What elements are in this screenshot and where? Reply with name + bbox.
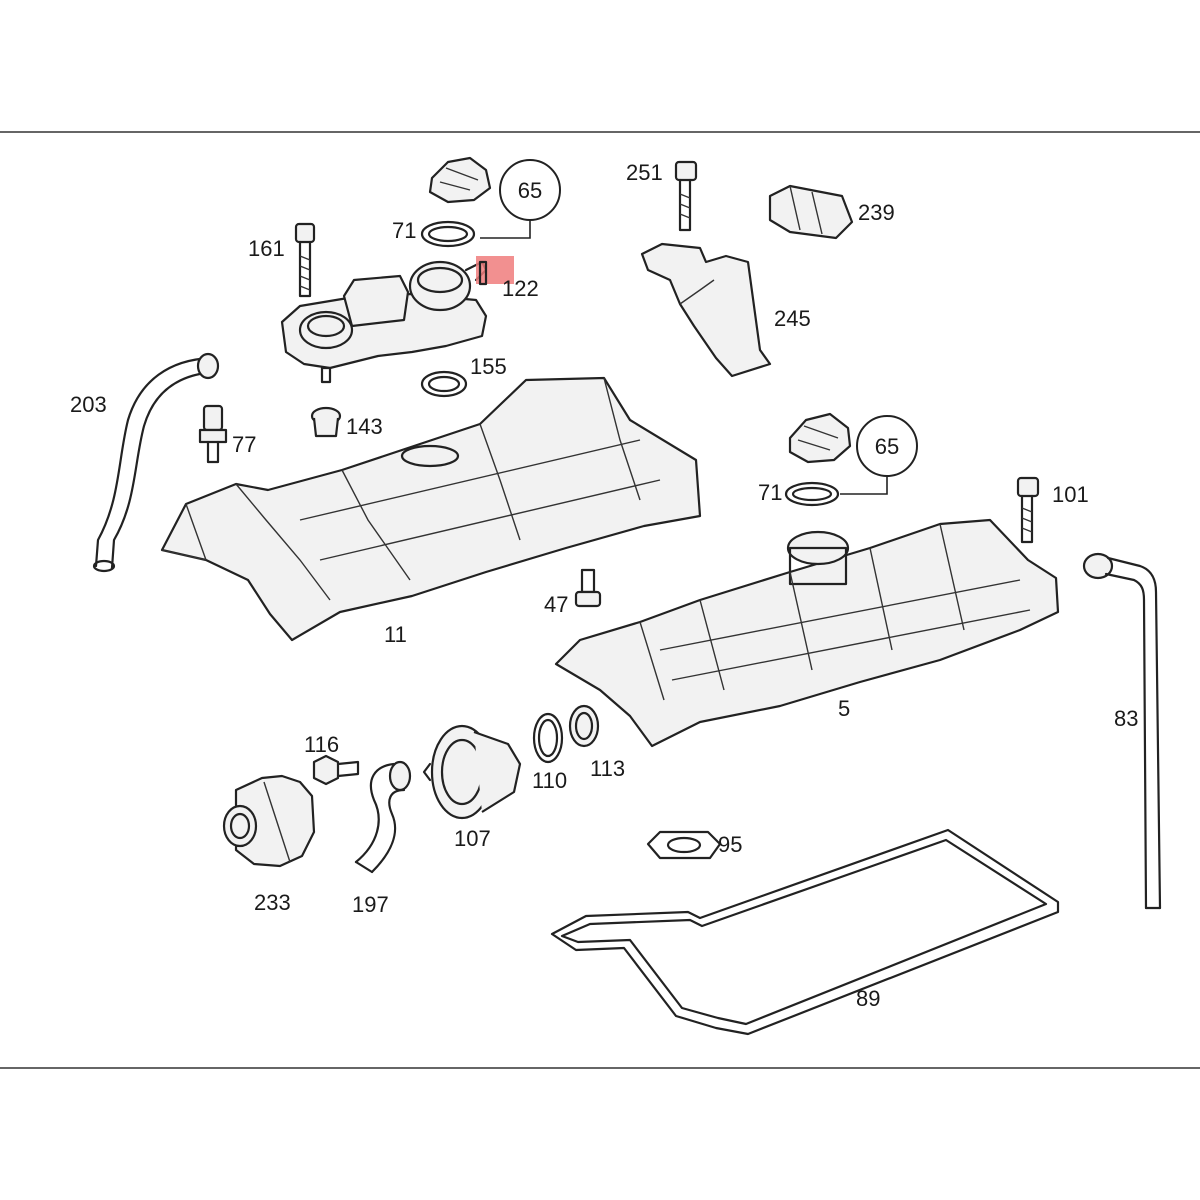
label-65-upper: 65 bbox=[518, 178, 542, 203]
callout-65-lower: 65 bbox=[840, 415, 918, 495]
bracket-245 bbox=[640, 242, 772, 378]
hose-203 bbox=[92, 352, 220, 573]
oil-cap-65-upper bbox=[428, 156, 492, 204]
plug-143 bbox=[310, 406, 342, 438]
gasket-89 bbox=[550, 828, 1060, 1036]
valve-cover-5 bbox=[554, 518, 1060, 748]
label-116: 116 bbox=[304, 732, 339, 757]
cover-233 bbox=[222, 774, 316, 868]
valve-cover-11 bbox=[160, 376, 702, 642]
bolt-101 bbox=[1016, 476, 1040, 544]
label-113: 113 bbox=[590, 756, 625, 781]
bolt-251 bbox=[674, 160, 698, 232]
label-110: 110 bbox=[532, 768, 567, 793]
label-95: 95 bbox=[718, 832, 742, 857]
label-107: 107 bbox=[454, 826, 491, 851]
label-239: 239 bbox=[858, 200, 895, 225]
label-77: 77 bbox=[232, 432, 256, 457]
gasket-95 bbox=[646, 830, 722, 860]
label-161: 161 bbox=[248, 236, 285, 261]
label-71-upper: 71 bbox=[392, 218, 416, 243]
label-143: 143 bbox=[346, 414, 383, 439]
label-155: 155 bbox=[470, 354, 507, 379]
sensor-77 bbox=[198, 404, 228, 464]
seal-ring-71-lower bbox=[784, 481, 840, 507]
label-245: 245 bbox=[774, 306, 811, 331]
callout-65-upper: 65 bbox=[480, 159, 561, 239]
label-83: 83 bbox=[1114, 706, 1138, 731]
seal-113 bbox=[568, 704, 600, 748]
o-ring-110 bbox=[532, 712, 564, 764]
seal-ring-71-upper bbox=[420, 220, 476, 248]
label-47: 47 bbox=[544, 592, 568, 617]
label-251: 251 bbox=[626, 160, 663, 185]
o-ring-155 bbox=[420, 370, 468, 398]
label-5: 5 bbox=[838, 696, 850, 721]
label-11: 11 bbox=[384, 622, 407, 647]
bolt-47 bbox=[574, 568, 602, 608]
tube-83 bbox=[1082, 552, 1162, 910]
clip-239 bbox=[768, 184, 854, 240]
label-89: 89 bbox=[856, 986, 880, 1011]
label-101: 101 bbox=[1052, 482, 1089, 507]
oil-cap-65-lower bbox=[788, 412, 852, 464]
highlighted-part-122 bbox=[476, 256, 514, 286]
label-71-lower: 71 bbox=[758, 480, 782, 505]
label-122: 122 bbox=[502, 276, 539, 301]
label-203: 203 bbox=[70, 392, 107, 417]
label-197: 197 bbox=[352, 892, 389, 917]
bolt-116 bbox=[312, 754, 360, 786]
bolt-161 bbox=[294, 222, 316, 298]
valve-107 bbox=[422, 724, 522, 820]
hose-197 bbox=[354, 760, 412, 874]
label-65-lower: 65 bbox=[875, 434, 899, 459]
label-233: 233 bbox=[254, 890, 291, 915]
